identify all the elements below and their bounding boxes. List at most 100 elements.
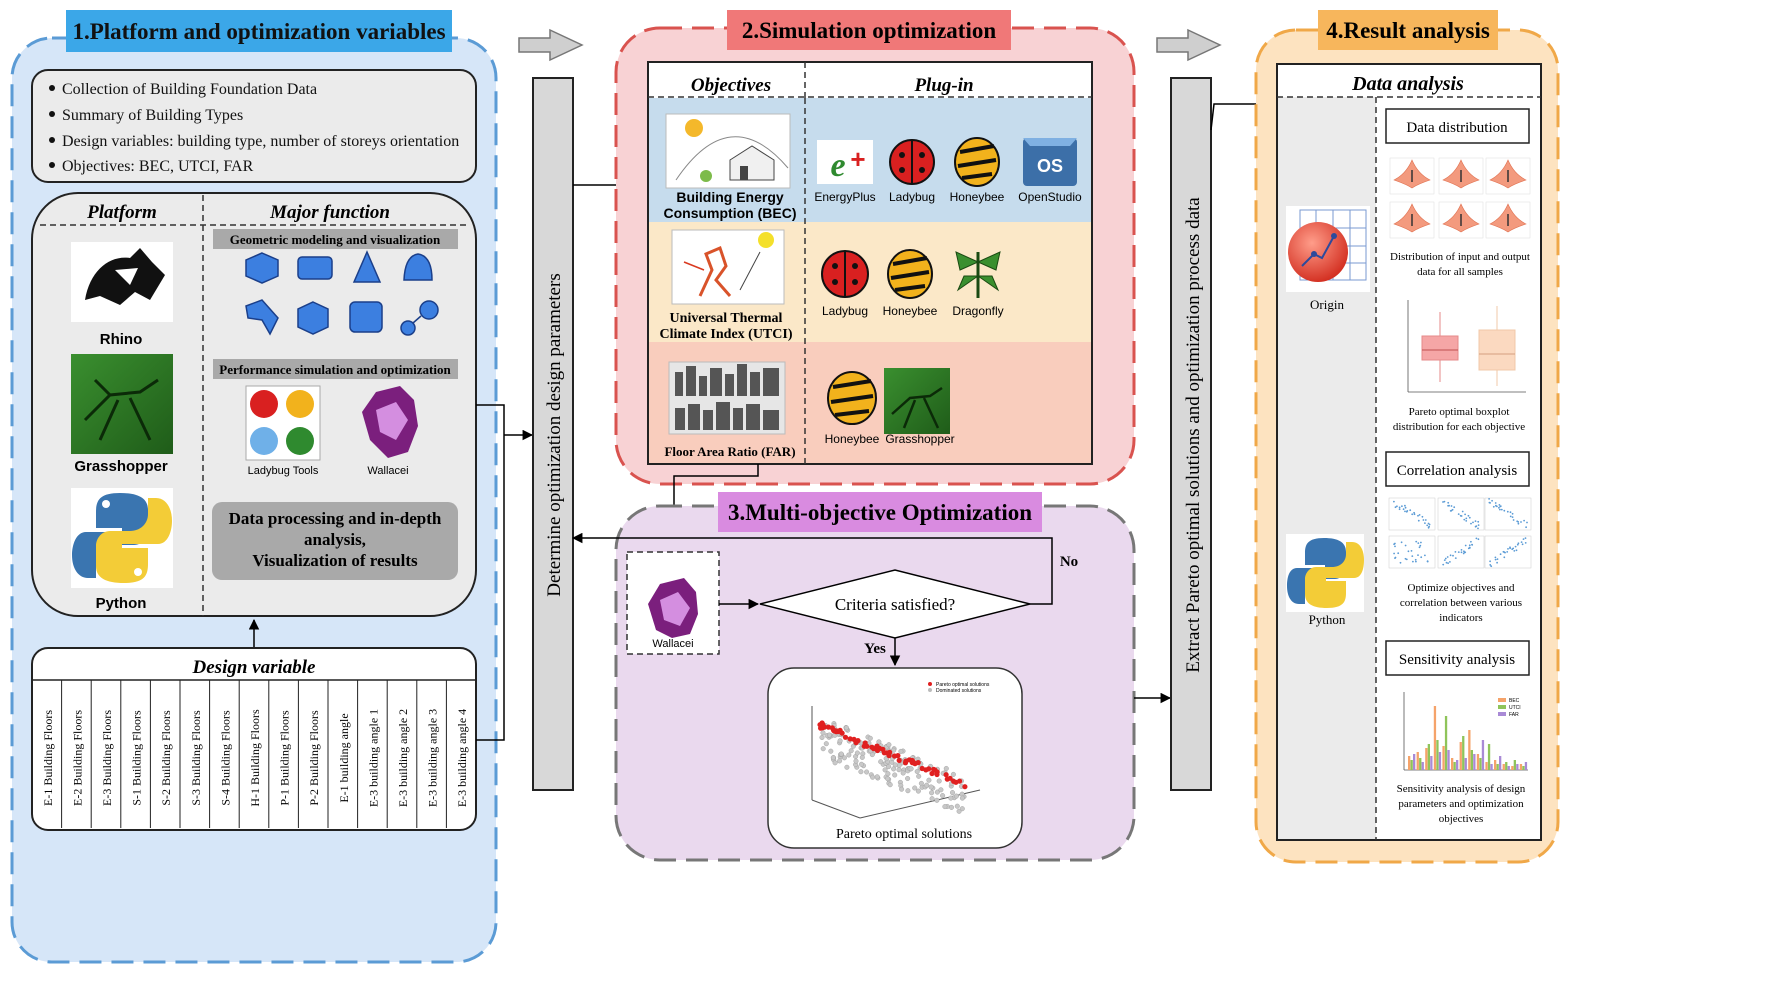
rhino-icon [71, 242, 173, 322]
correlation-plots [1388, 497, 1532, 569]
platform-grasshopper: Grasshopper [74, 458, 168, 475]
python-label: Python [1309, 612, 1346, 627]
design-variable-item: S-3 Building Floors [189, 710, 203, 806]
extract-bar [1170, 77, 1212, 791]
pareto-label: Pareto optimal solutions [836, 827, 972, 842]
utci-plugin-dragonfly: Dragonfly [952, 304, 1003, 318]
platform-python: Python [96, 595, 147, 612]
python-icon [71, 488, 173, 588]
design-variable-item: E-3 building angle 1 [366, 709, 380, 807]
far-plugin-grasshopper: Grasshopper [885, 432, 954, 446]
grasshopper-icon-far [884, 368, 950, 434]
bullet-4: Objectives: BEC, UTCI, FAR [62, 158, 254, 175]
bullet-box [31, 69, 477, 183]
cube-icon [297, 301, 329, 335]
yes-label: Yes [864, 641, 886, 657]
bend-icon [245, 299, 279, 336]
data-distribution-box [1385, 108, 1530, 144]
geometry-icons [245, 250, 439, 336]
correlation-caption-1: Optimize objectives and [1408, 582, 1515, 594]
openstudio-icon: OS [1023, 138, 1077, 186]
design-variable-item: P-2 Building Floors [307, 710, 321, 806]
section-3-title-box [718, 492, 1042, 532]
ladybug-tools-label: Ladybug Tools [248, 465, 319, 477]
ladybug-icon [889, 139, 935, 185]
design-variable-item: S-4 Building Floors [218, 710, 232, 806]
distribution-caption-1: Distribution of input and output [1390, 251, 1530, 263]
bec-line-1: Building Energy [676, 189, 784, 205]
extract-label: Extract Pareto optimal solutions and opt… [1183, 197, 1204, 673]
bec-line-2: Consumption (BEC) [664, 205, 797, 221]
data-processing-box [212, 502, 458, 580]
sensitivity-chart: BEC UTCI FAR [1388, 686, 1530, 778]
sensitivity-label: Sensitivity analysis [1399, 652, 1515, 668]
design-variable-item: E-2 Building Floors [70, 710, 84, 806]
perf-label: Performance simulation and optimization [219, 362, 451, 377]
svg-text:+: + [850, 144, 865, 174]
sens-legend-far: FAR [1509, 712, 1519, 718]
section-3-multiobjective: 3.Multi-objective Optimization Wallacei … [571, 492, 1136, 862]
section-1-title: 1.Platform and optimization variables [72, 19, 445, 44]
correlation-label: Correlation analysis [1397, 463, 1518, 479]
polyhedron-icon [245, 252, 279, 284]
data-processing-line-1: Data processing and in-depth [229, 509, 442, 528]
design-variable-columns: E-1 Building Floors E-2 Building Floors E-… [41, 680, 469, 828]
bec-image [665, 113, 791, 189]
data-distribution-label: Data distribution [1406, 120, 1508, 136]
flow-arrow-2 [1156, 28, 1222, 62]
platform-rhino: Rhino [100, 331, 143, 348]
honeybee-icon-far [827, 371, 877, 425]
bec-plugin-honeybee: Honeybee [950, 190, 1005, 204]
design-variable-item: E-3 building angle 2 [396, 709, 410, 807]
design-variable-box [31, 647, 477, 831]
dragonfly-icon [955, 251, 1001, 298]
pareto-legend-2: Dominated solutions [936, 688, 982, 694]
section-2-title: 2.Simulation optimization [742, 18, 997, 43]
ladybug-icon-utci [821, 250, 869, 298]
violin-plots [1389, 157, 1531, 239]
ladybug-tools-icon [245, 385, 321, 461]
bullet-2: Summary of Building Types [62, 107, 243, 124]
design-variable-item: E-1 Building Floors [41, 710, 55, 806]
correlation-box [1385, 451, 1530, 487]
design-variable-item: S-2 Building Floors [159, 710, 173, 806]
design-variable-item: E-3 building angle 4 [455, 709, 469, 807]
utci-plugin-honeybee: Honeybee [883, 304, 938, 318]
design-variable-item: S-1 Building Floors [130, 710, 144, 806]
boxplot-caption-2: distribution for each objective [1393, 421, 1525, 433]
section-3-title: 3.Multi-objective Optimization [728, 500, 1032, 525]
wallacei-icon [362, 386, 418, 458]
sensitivity-box [1385, 640, 1530, 676]
bullet-3: Design variables: building type, number … [62, 133, 459, 150]
dome-icon [403, 253, 433, 281]
boxplot-image [1386, 294, 1528, 400]
node-icon [419, 300, 439, 320]
design-variable-item: E-3 Building Floors [100, 710, 114, 806]
bullet-1: Collection of Building Foundation Data [62, 81, 317, 98]
sens-legend-utci: UTCI [1509, 705, 1521, 711]
distribution-caption-2: data for all samples [1417, 266, 1503, 278]
function-header: Major function [269, 202, 390, 223]
grasshopper-icon [71, 354, 173, 454]
utci-line-2: Climate Index (UTCI) [660, 327, 793, 342]
geom-label: Geometric modeling and visualization [230, 232, 441, 247]
sensitivity-caption-1: Sensitivity analysis of design [1397, 783, 1526, 795]
section-1-platform: 1.Platform and optimization variables Co… [10, 10, 498, 964]
origin-icon [1286, 206, 1370, 292]
flow-arrow-1 [518, 28, 584, 62]
criteria-label: Criteria satisfied? [835, 595, 955, 614]
sensitivity-caption-2: parameters and optimization [1398, 798, 1524, 810]
bec-plugin-ladybug: Ladybug [889, 190, 935, 204]
far-image [668, 361, 786, 435]
python-icon-analysis [1286, 534, 1364, 612]
data-analysis-header: Data analysis [1351, 73, 1464, 95]
no-label: No [1060, 554, 1078, 570]
data-processing-line-3: Visualization of results [252, 551, 418, 570]
section-1-title-box [66, 10, 452, 52]
bec-plugin-openstudio: OpenStudio [1018, 190, 1082, 204]
perf-bar [213, 359, 458, 379]
bec-plugin-energyplus: EnergyPlus [814, 190, 875, 204]
design-variable-header: Design variable [192, 657, 317, 678]
surface-icon [297, 256, 333, 280]
design-variable-item: E-3 building angle 3 [426, 709, 440, 807]
